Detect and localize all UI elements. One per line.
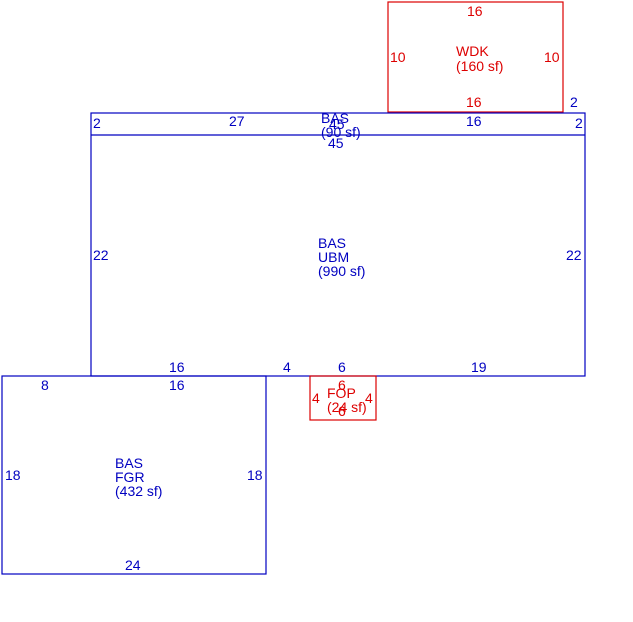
- bas-fgr-code-label: BAS: [115, 455, 143, 471]
- bas-ubm-code-label: BAS: [318, 235, 346, 251]
- bas-fgr-outline: [1, 375, 267, 575]
- bas-fgr-area-label: (432 sf): [115, 483, 162, 499]
- fop-bottom-dimension: 6: [338, 403, 346, 419]
- bas-strip-bottom-dimension: 45: [328, 135, 344, 151]
- bas-strip-left-dimension: 2: [93, 115, 101, 131]
- wdk-left-dimension: 10: [390, 49, 406, 65]
- wdk-code-label: WDK: [456, 43, 489, 59]
- bas-fgr-right-dimension: 18: [247, 467, 263, 483]
- bas-ubm-sub-label: UBM: [318, 249, 349, 265]
- fop-top-dimension: 6: [338, 377, 346, 393]
- bas-strip-overlap-dimension: 45: [329, 116, 345, 132]
- bas-ubm-bottom-dimension-b: 4: [283, 359, 291, 375]
- bas-ubm-area-label: (990 sf): [318, 263, 365, 279]
- wdk-right-dimension: 10: [544, 49, 560, 65]
- bas-strip-top-right-dimension: 16: [466, 113, 482, 129]
- wdk-area: 16 10 10 WDK (160 sf) 16 2: [387, 1, 578, 113]
- bas-strip-right-dimension: 2: [575, 115, 583, 131]
- wdk-bottom-dimension: 16: [466, 94, 482, 110]
- bas-ubm-bottom-dimension-d: 19: [471, 359, 487, 375]
- bas-ubm-bottom-dimension-c: 6: [338, 359, 346, 375]
- wdk-corner-dimension: 2: [570, 94, 578, 110]
- bas-ubm-left-dimension: 22: [93, 247, 109, 263]
- fop-area: 6 FOP 4 4 (24 sf) 6: [309, 375, 377, 421]
- wdk-area-label: (160 sf): [456, 58, 503, 74]
- bas-fgr-top-left-dimension: 8: [41, 377, 49, 393]
- bas-fgr-top-dimension: 16: [169, 377, 185, 393]
- bas-ubm-right-dimension: 22: [566, 247, 582, 263]
- bas-fgr-bottom-dimension: 24: [125, 557, 141, 573]
- bas-ubm-bottom-dimension-a: 16: [169, 359, 185, 375]
- bas-strip-code-label: BAS: [321, 110, 349, 126]
- fop-left-dimension: 4: [312, 390, 320, 406]
- bas-strip-area-label: (90 sf): [321, 124, 361, 140]
- bas-main-area: 2 27 BAS 45 (90 sf) 45 16 2 22 22 BAS UB…: [90, 110, 586, 377]
- bas-fgr-sub-label: FGR: [115, 469, 145, 485]
- fop-code-label: FOP: [327, 385, 356, 401]
- wdk-outline: [387, 1, 564, 113]
- bas-fgr-area: 8 16 18 18 BAS FGR (432 sf) 24: [1, 375, 267, 575]
- wdk-top-dimension: 16: [467, 3, 483, 19]
- fop-right-dimension: 4: [365, 390, 373, 406]
- bas-fgr-left-dimension: 18: [5, 467, 21, 483]
- bas-strip-top-left-dimension: 27: [229, 113, 245, 129]
- fop-area-label: (24 sf): [327, 399, 367, 415]
- fop-outline: [309, 375, 377, 421]
